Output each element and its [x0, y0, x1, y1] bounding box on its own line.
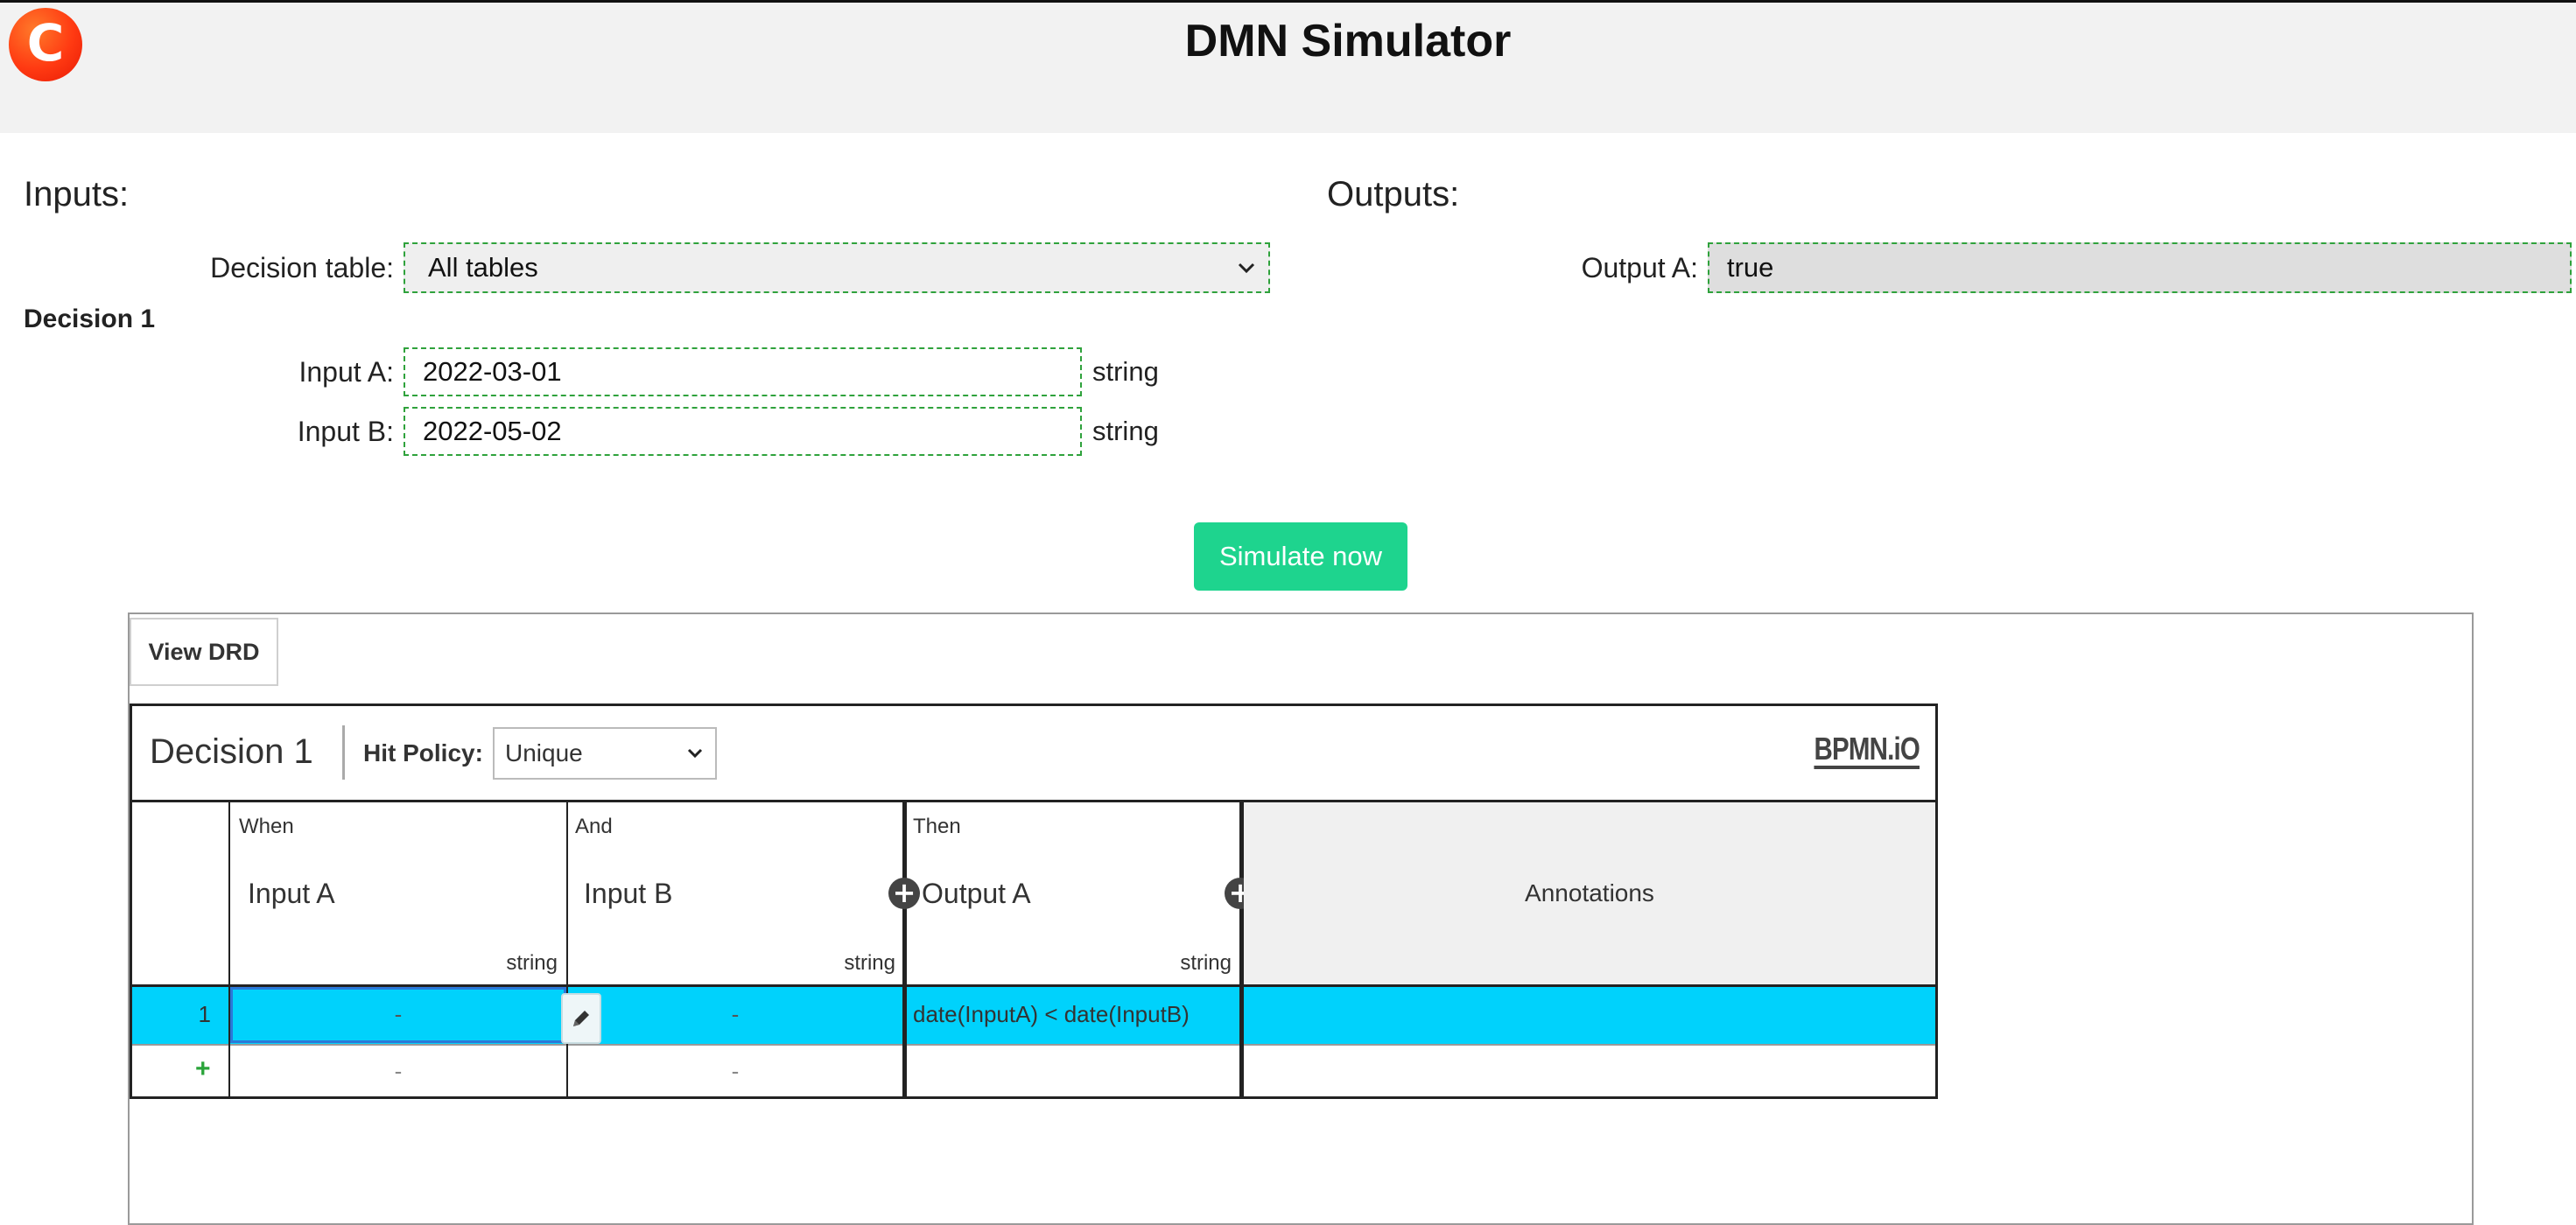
simulate-now-button[interactable]: Simulate now — [1194, 522, 1407, 591]
cell-input-a[interactable]: - — [394, 1058, 403, 1084]
bpmn-io-logo[interactable]: BPMN.iO — [1814, 732, 1920, 769]
table-row[interactable] — [132, 987, 1935, 1044]
input-a-value: 2022-03-01 — [423, 356, 562, 387]
output-a-value: true — [1727, 252, 1774, 283]
col-divider — [1239, 987, 1244, 1044]
column-type-label: string — [1180, 951, 1232, 975]
decision-table-value: All tables — [428, 252, 538, 283]
chevron-down-icon — [1238, 262, 1255, 274]
decision-table: Decision 1 Hit Policy: Unique BPMN.iO Wh… — [130, 704, 1938, 1099]
input-b-type: string — [1092, 416, 1159, 446]
input-b-value: 2022-05-02 — [423, 416, 562, 446]
col-divider — [1239, 800, 1244, 1097]
header-divider — [342, 725, 345, 780]
input-b-label: Input B: — [297, 416, 394, 447]
column-header-bottom-border — [132, 984, 1935, 987]
outputs-title: Outputs: — [1327, 175, 1460, 214]
cell-input-a[interactable]: - — [394, 1001, 403, 1027]
hit-policy-label: Hit Policy: — [363, 739, 483, 766]
chevron-down-icon — [687, 748, 703, 759]
column-kind-label: Then — [913, 815, 961, 838]
view-drd-button[interactable]: View DRD — [130, 618, 278, 686]
hit-policy-value: Unique — [505, 739, 583, 766]
output-a-field: true — [1708, 242, 2572, 293]
input-a-field[interactable]: 2022-03-01 — [404, 347, 1082, 396]
app-header: C DMN Simulator — [0, 0, 2576, 133]
column-output-a[interactable]: Output A — [922, 878, 1031, 909]
decision-table-label: Decision table: — [210, 252, 394, 284]
hit-policy-select[interactable]: Unique — [493, 727, 717, 780]
decision-table-name[interactable]: Decision 1 — [150, 732, 313, 771]
cell-input-b[interactable]: - — [731, 1001, 740, 1027]
row-number: 1 — [198, 1001, 211, 1027]
pencil-icon — [573, 1011, 589, 1026]
decision-heading: Decision 1 — [24, 304, 156, 333]
column-kind-label: When — [239, 815, 294, 838]
col-divider — [902, 987, 907, 1044]
col-divider — [902, 800, 907, 1097]
page-title: DMN Simulator — [1184, 16, 1512, 66]
input-b-field[interactable]: 2022-05-02 — [404, 407, 1082, 456]
output-a-label: Output A: — [1581, 252, 1698, 284]
column-input-b[interactable]: Input B — [584, 878, 673, 909]
col-divider — [566, 800, 568, 1097]
edit-cell-button[interactable] — [561, 993, 601, 1044]
column-type-label: string — [506, 951, 558, 975]
row-divider — [132, 1044, 1935, 1046]
header-bottom-border — [132, 800, 1935, 802]
column-kind-label: And — [575, 815, 613, 838]
col-divider — [228, 800, 230, 1097]
input-a-label: Input A: — [298, 356, 394, 388]
input-a-type: string — [1092, 356, 1159, 387]
add-input-column-icon[interactable]: + — [888, 878, 920, 909]
logo-letter: C — [26, 13, 65, 73]
inputs-title: Inputs: — [24, 175, 130, 214]
annotations-header: Annotations — [1244, 802, 1935, 984]
cell-output-a[interactable]: date(InputA) < date(InputB) — [913, 1001, 1190, 1027]
app-logo-icon[interactable]: C — [9, 8, 82, 81]
column-type-label: string — [844, 951, 895, 975]
column-input-a[interactable]: Input A — [248, 878, 335, 909]
cell-input-b[interactable]: - — [731, 1058, 740, 1084]
add-rule-icon[interactable]: + — [195, 1054, 211, 1083]
col-divider — [228, 987, 230, 1044]
decision-table-select[interactable]: All tables — [404, 242, 1270, 293]
